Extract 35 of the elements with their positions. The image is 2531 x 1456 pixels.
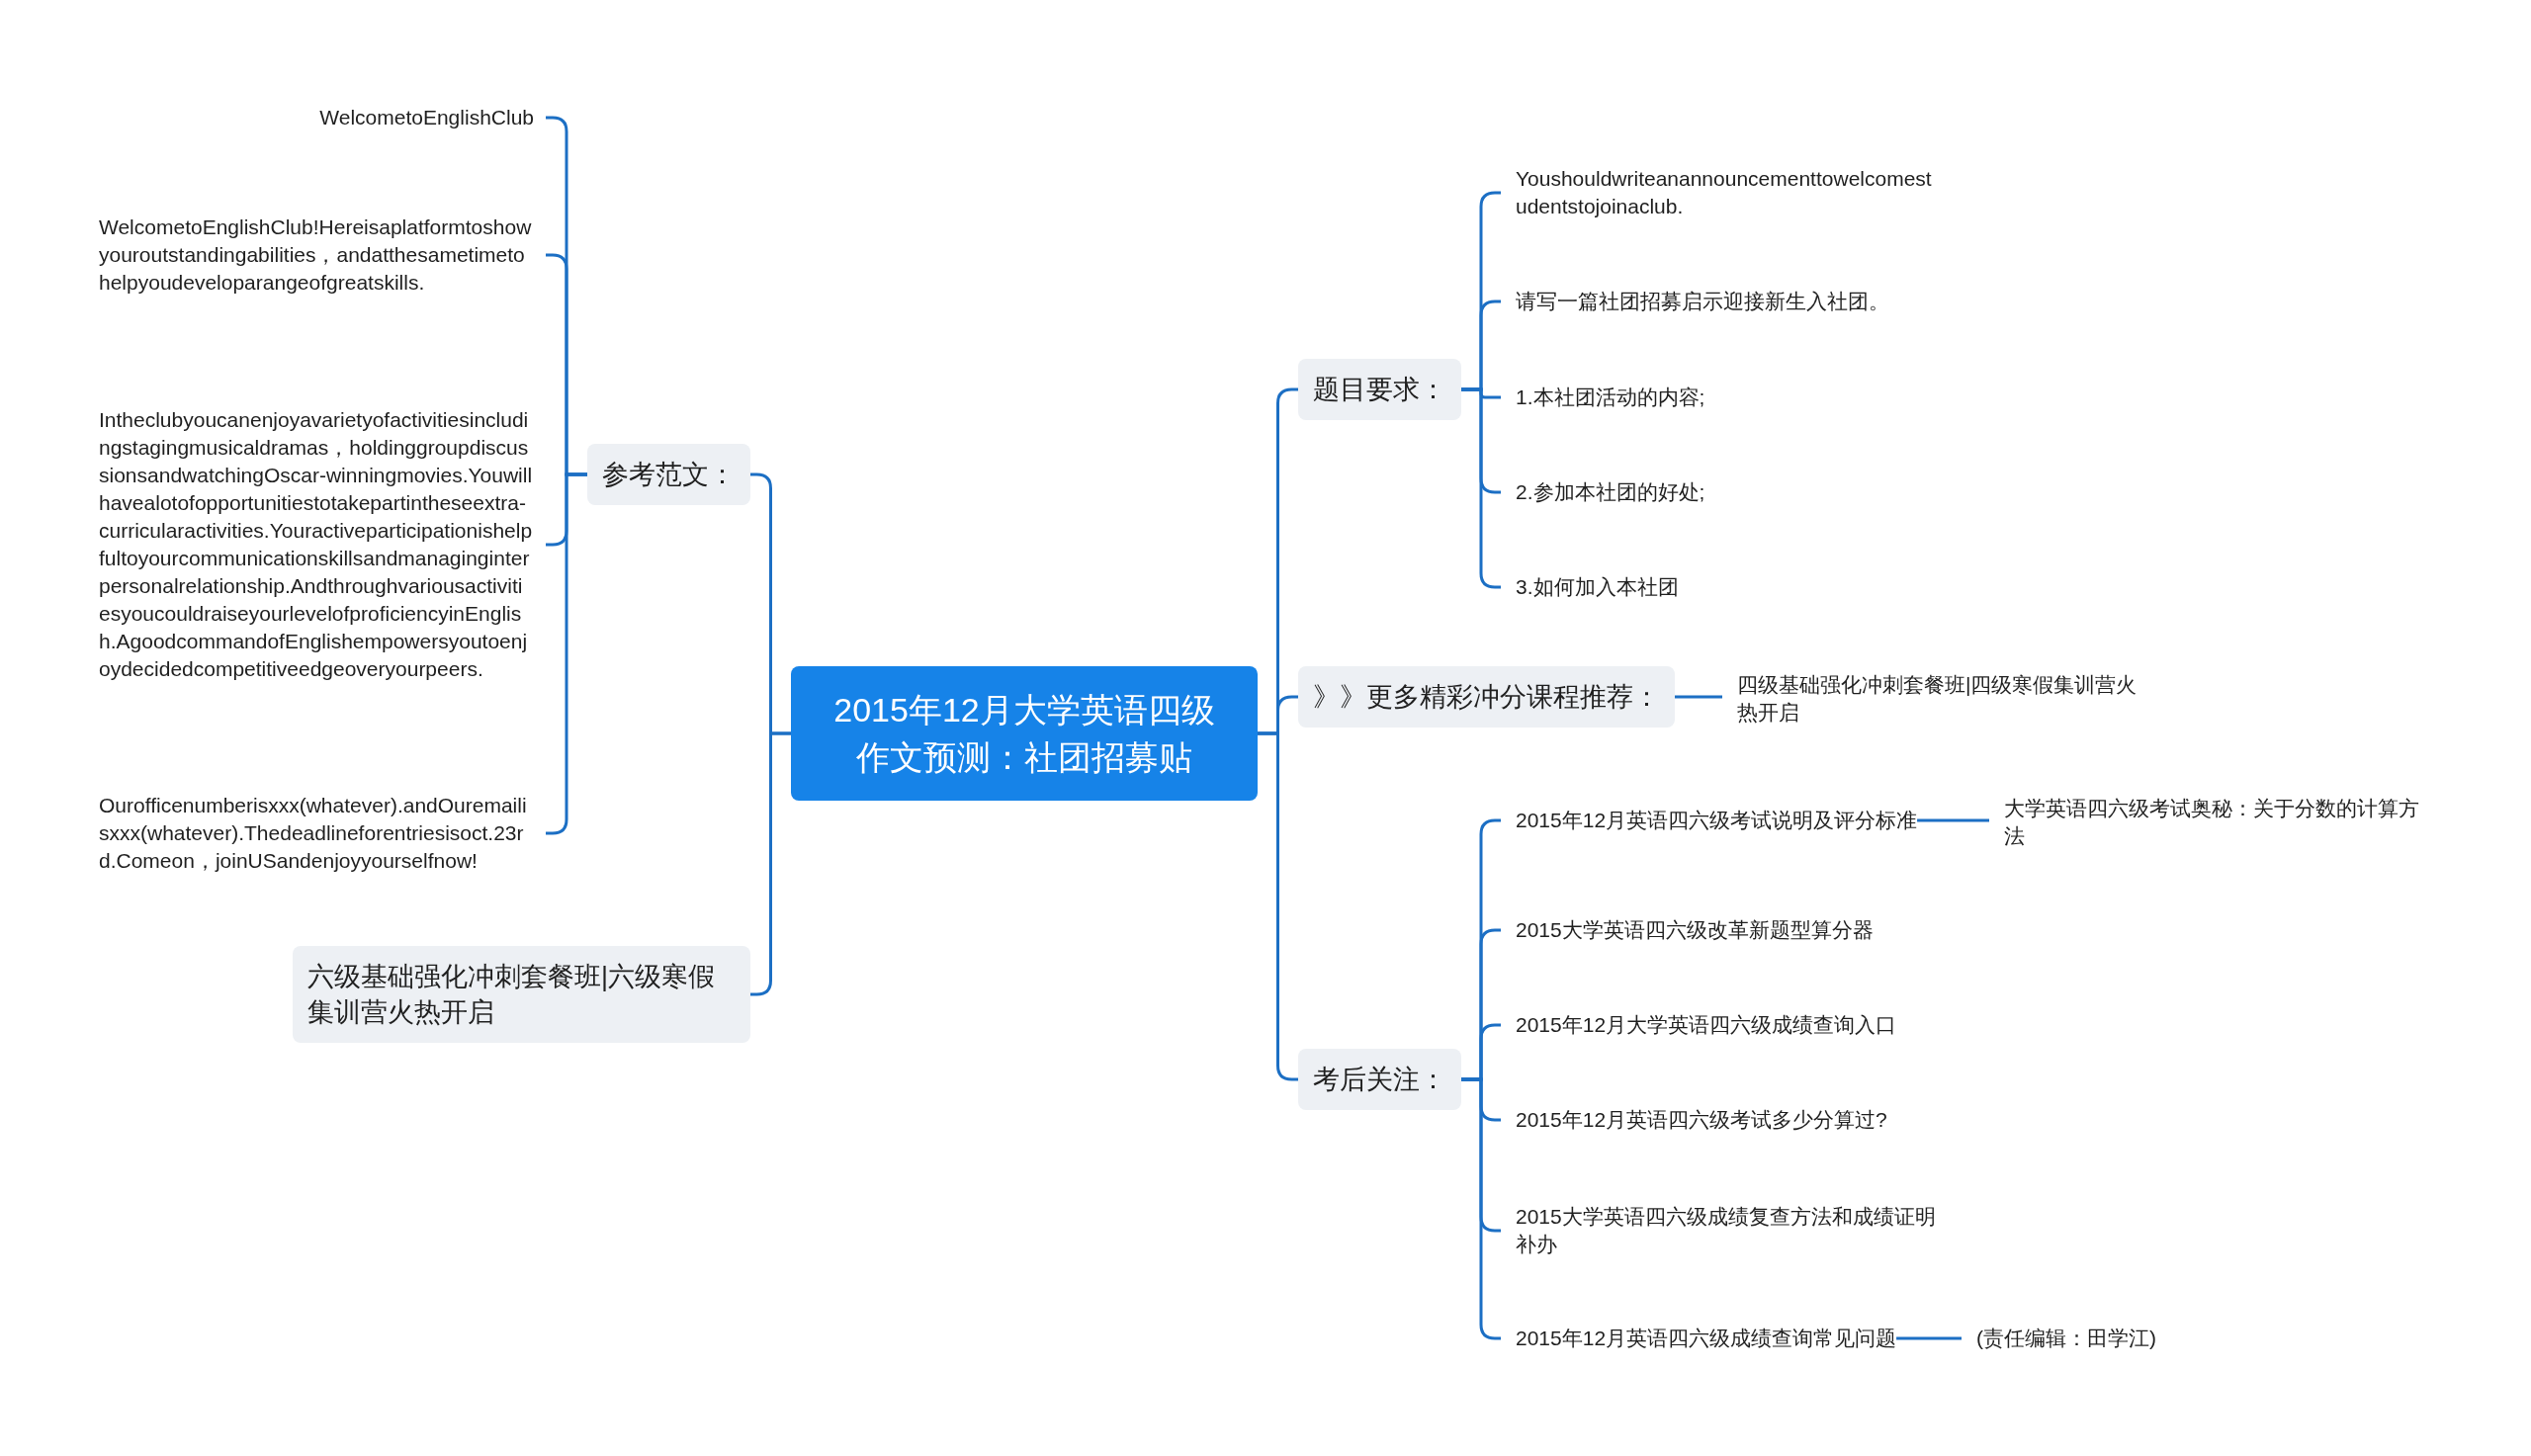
leaf-text: Intheclubyoucanenjoyavarietyofactivitiesincludingstagingmusicaldramas，holdinggroupdiscussionsandwatchingOscar-winningmovies.Youwillhavealotofopportunitiestotakepartintheseextra-curricularactivities.Youractiveparticipationishelpfultoyourcommunicationskillsandmanaginginterpersonalrelationship.AndthroughvariousactivitiesyoucouldraiseyourlevelofproficiencyinEnglish.AgoodcommandofEnglishempowersyoutoenjoydecidedcompetitiveedgeoveryourpeers. [99, 407, 534, 682]
branch-label: 》》更多精彩冲分课程推荐： [1313, 681, 1660, 714]
topic-title: 2015年12月大学英语四级作文预测：社团招募贴 [832, 690, 1216, 778]
leaf-text: 四级基础强化冲刺套餐班|四级寒假集训营火热开启 [1737, 672, 2138, 726]
leaf-text: 2015年12月英语四六级考试多少分算过? [1516, 1107, 1887, 1133]
connector-line [1896, 1336, 1962, 1340]
leaf-text: (责任编辑：田学江) [1976, 1326, 2156, 1351]
branch-topic [1298, 1049, 1461, 1110]
branch-topic [587, 444, 750, 505]
leaf-text: WelcometoEnglishClub [319, 105, 534, 130]
leaf-text: 2015大学英语四六级成绩复查方法和成绩证明补办 [1516, 1204, 1937, 1257]
leaf-text: 2015年12月英语四六级考试说明及评分标准 [1516, 808, 1918, 833]
branch-label: 题目要求： [1313, 374, 1446, 406]
leaf-text: 请写一篇社团招募启示迎接新生入社团。 [1516, 289, 1889, 314]
leaf-text: 3.如何加入本社团 [1516, 574, 1679, 600]
leaf-text: 2.参加本社团的好处; [1516, 479, 1705, 505]
leaf-text: 2015大学英语四六级改革新题型算分器 [1516, 917, 1874, 943]
leaf-text: Youshouldwriteanannouncementtowelcomestudentstojoinaclub. [1516, 166, 1933, 219]
branch-label: 参考范文： [602, 459, 736, 491]
leaf-text: Ourofficenumberisxxx(whatever).andOuremailisxxx(whatever).Thedeadlineforentriesisoct.23rd.Comeon，joinUSandenjoyyourselfnow! [99, 793, 528, 874]
branch-label: 六级基础强化冲刺套餐班|六级寒假集训营火热开启 [307, 961, 716, 1029]
connector-line [1675, 695, 1722, 699]
connector-line [750, 731, 791, 996]
branch-label: 考后关注： [1313, 1064, 1446, 1096]
connector-line [1258, 731, 1298, 1081]
leaf-text: 2015年12月英语四六级成绩查询常见问题 [1516, 1326, 1897, 1351]
branch-topic [1298, 666, 1675, 728]
leaf-text: 2015年12月大学英语四六级成绩查询入口 [1516, 1012, 1897, 1038]
leaf-text: WelcometoEnglishClub!Hereisaplatformtoshowyouroutstandingabilities，andatthesametimetohelpyoudeveloparangeofgreatskills. [99, 214, 533, 296]
connector-line [1917, 818, 1989, 822]
central-topic [791, 666, 1258, 801]
branch-topic [1298, 359, 1461, 420]
branch-topic [293, 946, 750, 1043]
leaf-text: 大学英语四六级考试奥秘：关于分数的计算方法 [2004, 796, 2420, 849]
leaf-text: 1.本社团活动的内容; [1516, 385, 1705, 410]
